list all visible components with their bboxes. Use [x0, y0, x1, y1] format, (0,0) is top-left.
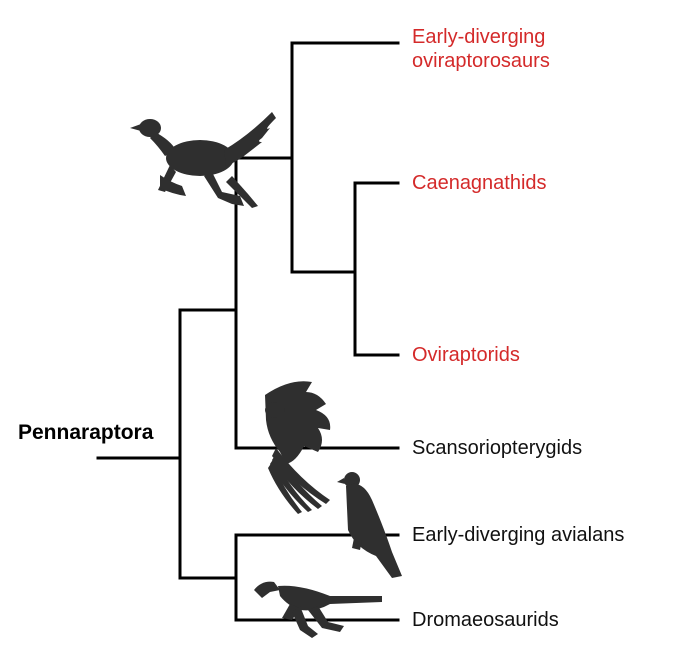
- feathered-oviraptorosaur-icon: [130, 112, 276, 208]
- taxon-label-line: Early-diverging: [412, 26, 546, 48]
- taxon-label-caenagnathids: Caenagnathids: [412, 172, 547, 194]
- taxon-label-scansoriopterygids: Scansoriopterygids: [412, 437, 583, 459]
- taxon-label-line: oviraptorosaurs: [412, 50, 550, 72]
- scansoriopterygid-icon: [265, 381, 331, 514]
- taxon-label-dromaeosaurids: Dromaeosaurids: [412, 609, 559, 631]
- dromaeosaur-icon: [254, 581, 382, 638]
- taxon-label-early-oviraptorosaurs: Early-diverging oviraptorosaurs: [412, 25, 550, 73]
- taxon-label-oviraptorids: Oviraptorids: [412, 344, 520, 366]
- root-clade-label: Pennaraptora: [18, 421, 154, 444]
- taxon-label-early-avialans: Early-diverging avialans: [412, 524, 625, 546]
- perching-bird-icon: [337, 472, 402, 578]
